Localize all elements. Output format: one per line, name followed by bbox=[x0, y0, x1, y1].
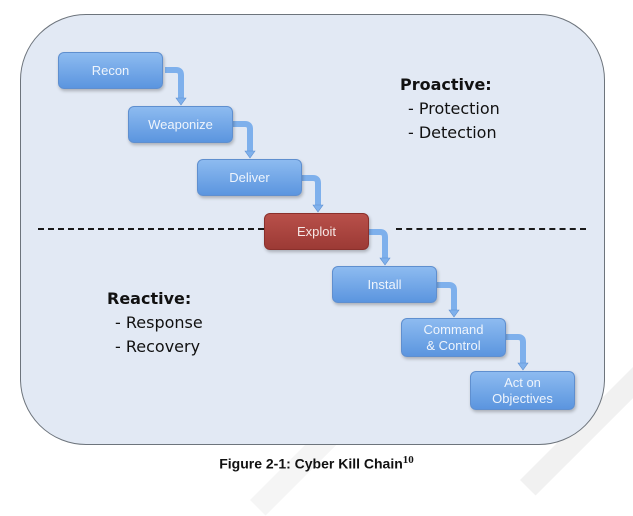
arrow-exploit-install bbox=[368, 229, 388, 259]
figure-caption: Figure 2-1: Cyber Kill Chain10 bbox=[0, 454, 633, 472]
stage-command-control: Command & Control bbox=[401, 318, 506, 357]
arrow-recon-weaponize bbox=[165, 67, 184, 99]
arrow-deliver-exploit bbox=[302, 175, 321, 206]
arrowhead bbox=[448, 309, 460, 318]
stage-install: Install bbox=[332, 266, 437, 303]
arrow-install-command bbox=[437, 282, 457, 311]
arrow-command-act bbox=[506, 334, 526, 364]
reactive-item: - Response bbox=[115, 313, 203, 332]
proactive-item: - Detection bbox=[408, 123, 497, 142]
arrowhead bbox=[312, 204, 324, 213]
stage-exploit: Exploit bbox=[264, 213, 369, 250]
caption-text: Figure 2-1: Cyber Kill Chain bbox=[219, 455, 403, 472]
arrowhead bbox=[517, 362, 529, 371]
reactive-block: Reactive: - Response - Recovery bbox=[107, 287, 203, 359]
arrowhead bbox=[379, 257, 391, 266]
stage-act-on-objectives: Act on Objectives bbox=[470, 371, 575, 410]
proactive-heading: Proactive: bbox=[400, 75, 492, 94]
phase-divider-left bbox=[38, 228, 264, 230]
reactive-heading: Reactive: bbox=[107, 289, 192, 308]
connector-arrows bbox=[165, 67, 529, 371]
arrow-weaponize-deliver bbox=[233, 121, 253, 152]
proactive-item: - Protection bbox=[408, 99, 500, 118]
stage-recon: Recon bbox=[58, 52, 163, 89]
proactive-block: Proactive: - Protection - Detection bbox=[400, 73, 500, 145]
footnote-ref: 10 bbox=[402, 454, 414, 466]
phase-divider-right bbox=[396, 228, 586, 230]
stage-deliver: Deliver bbox=[197, 159, 302, 196]
arrowhead bbox=[244, 150, 256, 159]
reactive-item: - Recovery bbox=[115, 337, 201, 356]
arrowhead bbox=[175, 97, 187, 106]
stage-weaponize: Weaponize bbox=[128, 106, 233, 143]
